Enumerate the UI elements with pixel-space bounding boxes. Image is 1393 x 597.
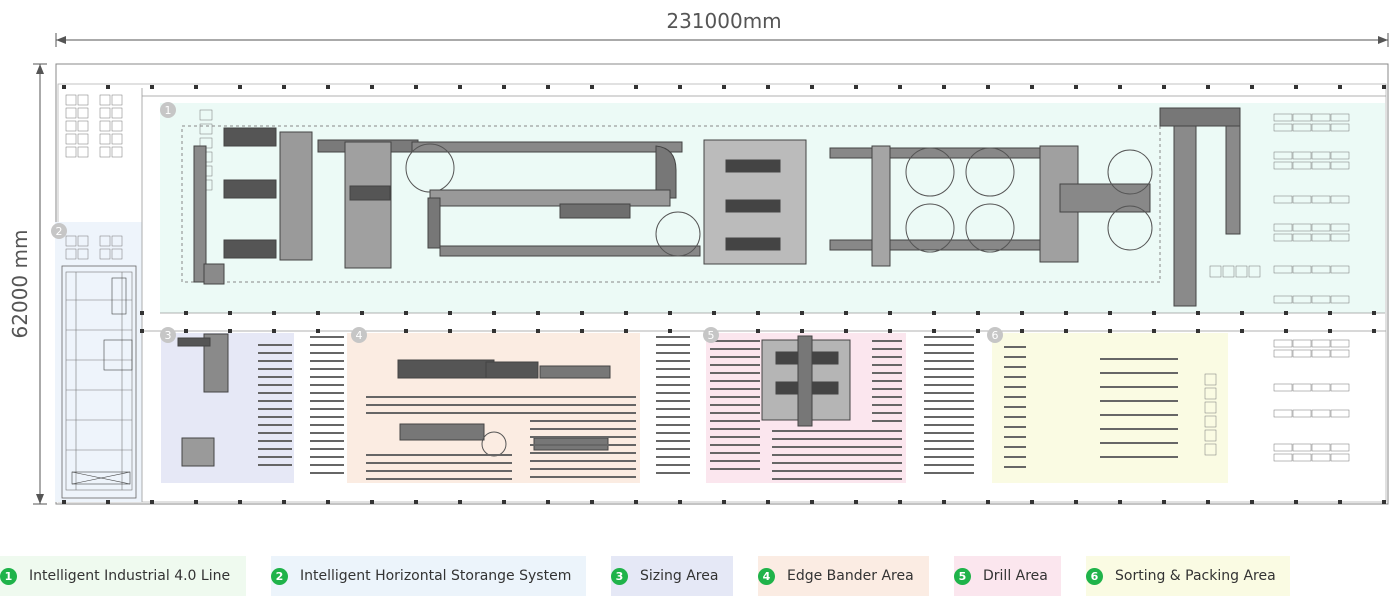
- storage-system-drawing: [65, 271, 133, 491]
- legend-label: Drill Area: [983, 568, 1048, 584]
- legend-number-badge: 2: [271, 567, 288, 585]
- zone-badge-5: 5: [703, 327, 719, 343]
- legend-number-badge: 1: [0, 567, 17, 585]
- legend-label: Intelligent Horizontal Storange System: [300, 568, 572, 584]
- legend-item-edge-bander-area: 4 Edge Bander Area: [758, 556, 929, 596]
- legend-item-drill-area: 5 Drill Area: [954, 556, 1061, 596]
- zone-badge-3: 3: [160, 327, 176, 343]
- legend-label: Edge Bander Area: [787, 568, 914, 584]
- legend-item-sorting-packing-area: 6 Sorting & Packing Area: [1086, 556, 1290, 596]
- legend-number-badge: 4: [758, 567, 775, 585]
- zone-2-area: [55, 222, 142, 502]
- legend-item-sizing-area: 3 Sizing Area: [611, 556, 733, 596]
- right-side-racks: [1204, 113, 1350, 462]
- legend-number-badge: 6: [1086, 567, 1103, 585]
- zone-badge-4: 4: [351, 327, 367, 343]
- legend-label: Sorting & Packing Area: [1115, 568, 1276, 584]
- legend-label: Intelligent Industrial 4.0 Line: [29, 568, 231, 584]
- zone-6-area: [992, 333, 1228, 483]
- svg-text:3: 3: [165, 329, 172, 342]
- lower-racks: [258, 336, 1178, 480]
- industrial-line-drawing: [181, 107, 1241, 307]
- svg-text:2: 2: [56, 225, 63, 238]
- legend-item-industrial-line: 1 Intelligent Industrial 4.0 Line: [0, 556, 246, 596]
- width-dimension-label: 231000mm: [666, 9, 781, 33]
- legend-label: Sizing Area: [640, 568, 719, 584]
- legend-number-badge: 5: [954, 567, 971, 585]
- svg-text:4: 4: [356, 329, 363, 342]
- svg-text:6: 6: [992, 329, 999, 342]
- floor-walls: [61, 88, 1386, 502]
- zone-badge-1: 1: [160, 102, 176, 118]
- svg-text:1: 1: [165, 104, 172, 117]
- lower-zones-drawing: [177, 333, 851, 467]
- svg-text:5: 5: [708, 329, 715, 342]
- zone-4-area: [347, 333, 640, 483]
- legend: 1 Intelligent Industrial 4.0 Line 2 Inte…: [0, 556, 1393, 596]
- zone-badge-2: 2: [51, 223, 67, 239]
- height-dimension: [33, 63, 47, 505]
- legend-item-storage-system: 2 Intelligent Horizontal Storange System: [271, 556, 586, 596]
- structural-columns: [62, 85, 1386, 504]
- zone-badge-6: 6: [987, 327, 1003, 343]
- legend-number-badge: 3: [611, 567, 628, 585]
- height-dimension-label: 62000 mm: [8, 230, 32, 339]
- width-dimension: [55, 33, 1389, 47]
- factory-floor-plan: 231000mm 62000 mm: [8, 9, 1389, 505]
